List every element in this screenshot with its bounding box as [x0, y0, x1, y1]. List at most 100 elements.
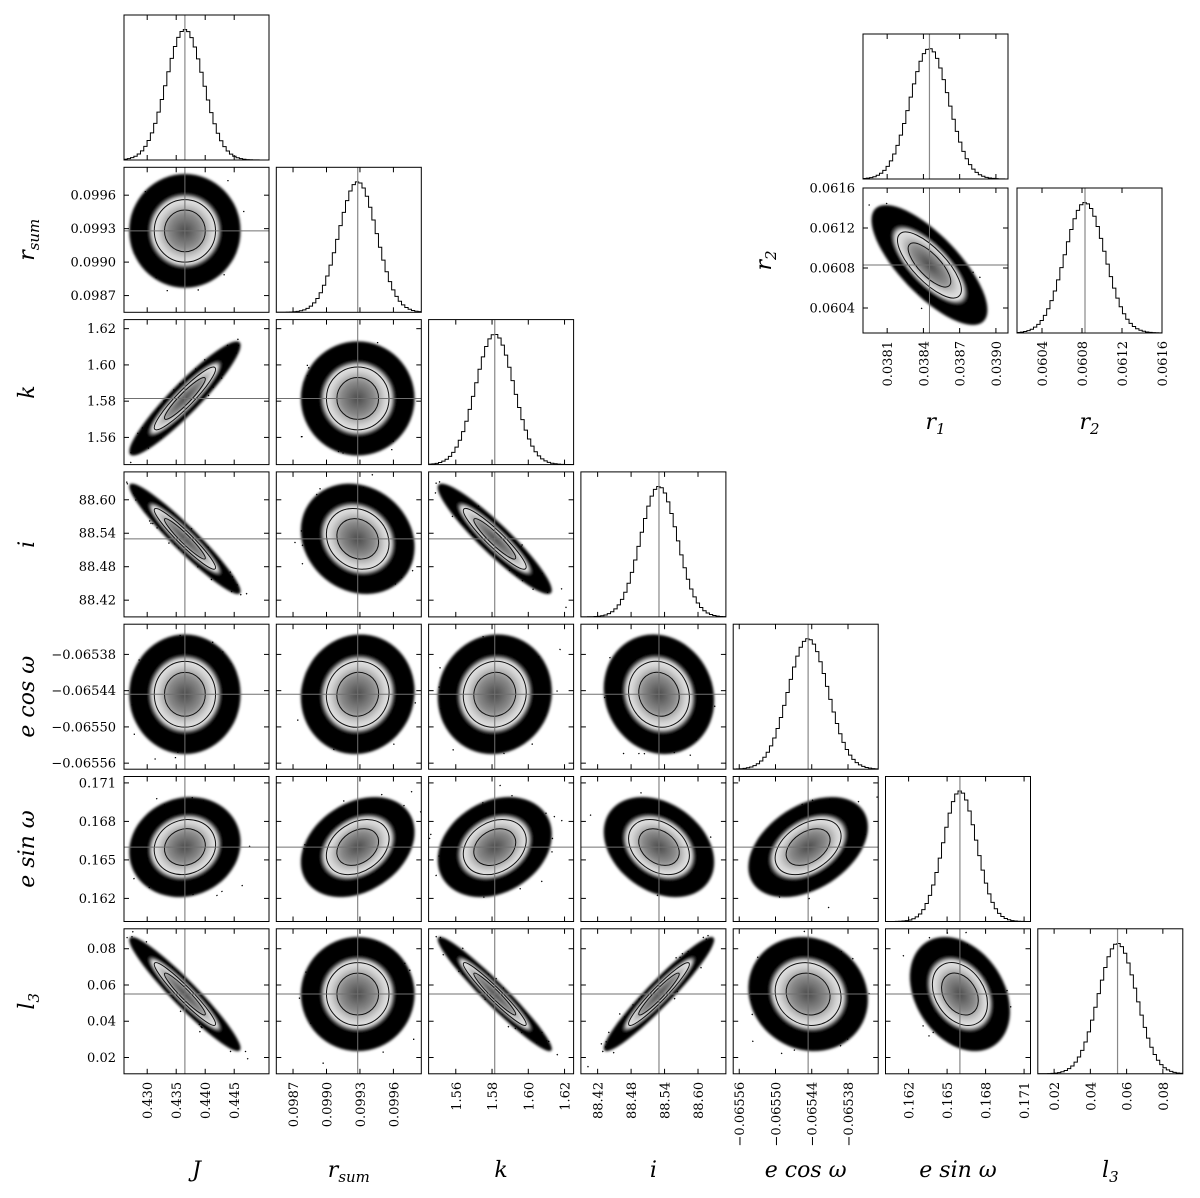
x-tick-label: 1.62 — [559, 1082, 574, 1111]
axis-label-main: i — [15, 541, 40, 548]
density-contour — [897, 231, 962, 299]
density-contour — [336, 518, 380, 560]
scatter-panel-ecosw-vs-J — [123, 623, 270, 770]
posterior-cloud — [587, 934, 715, 1068]
axis-label-main: k — [15, 385, 40, 398]
y-tick-label: 0.06 — [87, 978, 116, 993]
density-contour — [325, 819, 390, 876]
density-contour — [163, 828, 206, 866]
y-axis-label-ecosw: e cos ω — [15, 656, 40, 738]
y-tick-label: 1.56 — [87, 431, 116, 446]
scatter-panel-i-vs-k — [428, 471, 575, 618]
panel-frame — [123, 623, 270, 770]
panel-frame — [123, 319, 270, 466]
panel-frame — [428, 623, 575, 770]
posterior-cloud — [124, 634, 241, 760]
scatter-panel-l3-vs-J — [123, 928, 270, 1075]
scatter-panel-esinw-vs-J — [123, 776, 270, 922]
x-tick-label: 1.58 — [486, 1082, 501, 1111]
axis-label-main: l — [1102, 1158, 1109, 1183]
x-tick-label: 0.435 — [170, 1082, 185, 1119]
histogram-panel-i — [580, 471, 727, 618]
x-axis-label-i: i — [650, 1158, 657, 1183]
density-contour — [163, 518, 206, 560]
axis-label-main: k — [494, 1158, 507, 1183]
histogram-panel-ecosw — [732, 623, 879, 770]
x-tick-label: 0.0387 — [954, 341, 969, 387]
x-tick-label: −0.06550 — [769, 1082, 784, 1147]
axis-label-main: J — [188, 1158, 202, 1183]
histogram-step-k — [428, 333, 574, 465]
histogram-step-i — [580, 485, 726, 617]
y-tick-label: −0.06550 — [51, 720, 116, 735]
y-tick-label: 1.60 — [87, 358, 116, 373]
density-contour — [628, 962, 690, 1026]
density-contour — [931, 962, 988, 1026]
density-contour — [325, 507, 390, 570]
x-tick-label: 0.0608 — [1076, 341, 1091, 387]
panel-frame — [1037, 928, 1184, 1075]
x-tick-label: 0.162 — [903, 1082, 918, 1119]
panel-frame — [428, 928, 575, 1075]
posterior-cloud — [435, 935, 559, 1056]
x-tick-label: 0.0987 — [287, 1082, 302, 1128]
histogram-step-esinw — [885, 790, 1031, 922]
axis-label-subscript: 1 — [936, 420, 946, 438]
y-tick-label: 88.54 — [79, 527, 116, 542]
histogram-panel-r2 — [1016, 187, 1163, 334]
histogram-step-r_sum — [276, 181, 422, 313]
density-contour — [907, 242, 952, 288]
scatter-panel-ecosw-vs-i — [580, 623, 727, 770]
panel-frame — [275, 776, 422, 922]
x-tick-label: 0.0612 — [1116, 341, 1131, 387]
x-tick-label: 0.0616 — [1156, 341, 1171, 387]
x-tick-label: 0.171 — [1018, 1082, 1033, 1119]
x-tick-label: 0.165 — [941, 1082, 956, 1119]
panel-frame — [275, 623, 422, 770]
panel-frame — [732, 928, 879, 1075]
y-tick-label: 0.04 — [87, 1015, 116, 1030]
panel-frame — [885, 776, 1031, 922]
scatter-panel-l3-vs-r_sum — [275, 928, 422, 1075]
panel-frame — [275, 471, 422, 618]
density-contour — [462, 507, 527, 570]
x-tick-label: 0.440 — [199, 1082, 214, 1119]
density-contour — [462, 819, 527, 876]
x-axis-label-r_sum: rsum — [328, 1158, 370, 1186]
histogram-step-J — [124, 29, 269, 160]
x-axis-label-ecosw: e cos ω — [765, 1158, 847, 1183]
y-axis-label-k: k — [15, 385, 40, 398]
y-tick-label: 1.62 — [87, 322, 116, 337]
panel-frame — [275, 319, 422, 466]
scatter-panel-r_sum-vs-J — [123, 166, 270, 313]
panel-frame — [862, 33, 1009, 180]
y-tick-label: 0.0616 — [810, 182, 856, 197]
x-tick-label: 0.02 — [1048, 1082, 1063, 1111]
axis-label-subscript: 3 — [1109, 1168, 1119, 1186]
panel-frame — [885, 928, 1031, 1075]
scatter-panel-esinw-vs-i — [580, 776, 727, 922]
x-tick-label: 0.0381 — [881, 341, 896, 387]
panel-frame — [123, 166, 270, 313]
posterior-cloud — [434, 480, 567, 609]
density-contour — [774, 962, 842, 1026]
panel-frame — [123, 928, 270, 1075]
posterior-cloud — [294, 471, 422, 595]
density-contour — [941, 972, 979, 1016]
y-tick-label: 0.165 — [79, 853, 116, 868]
posterior-cloud — [296, 624, 417, 755]
posterior-cloud — [129, 173, 245, 292]
scatter-panel-l3-vs-i — [580, 928, 727, 1075]
scatter-panel-ecosw-vs-r_sum — [275, 623, 422, 770]
axis-label-main: i — [650, 1158, 657, 1183]
panel-frame — [862, 187, 1009, 334]
density-contour — [153, 819, 217, 876]
histogram-panel-k — [428, 319, 575, 466]
scatter-panel-l3-vs-ecosw — [732, 928, 879, 1075]
x-tick-label: 0.0996 — [387, 1082, 402, 1128]
y-tick-label: 0.0604 — [810, 302, 856, 317]
histogram-panel-l3 — [1037, 928, 1184, 1075]
posterior-cloud — [589, 791, 715, 898]
y-tick-label: 0.0612 — [810, 222, 856, 237]
scatter-panel-i-vs-r_sum — [275, 471, 422, 618]
